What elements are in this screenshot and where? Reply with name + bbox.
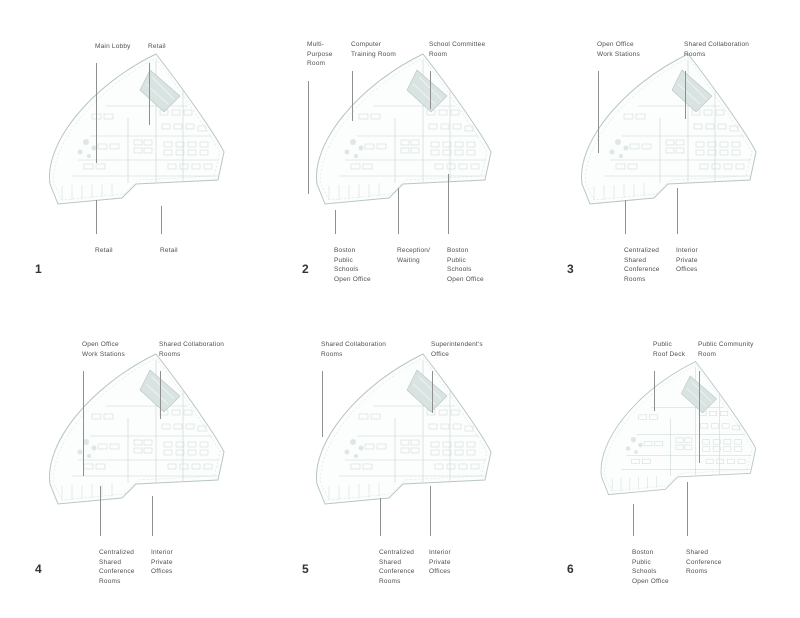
- leader-line: [430, 486, 431, 536]
- leader-line: [335, 210, 336, 234]
- leader-line: [322, 371, 323, 437]
- plan-callout: Retail: [95, 200, 113, 265]
- plan-label: Computer Training Room: [351, 40, 396, 58]
- plan-callout: Shared Collaboration Rooms: [684, 30, 750, 119]
- plan-callout: Centralized Shared Conference Rooms: [99, 486, 135, 597]
- plan-callout: Boston Public Schools Open Office: [334, 210, 371, 295]
- leader-line: [598, 71, 599, 153]
- plan-label: Public Roof Deck: [653, 340, 686, 358]
- plan-label: Superintendent's Office: [431, 340, 483, 358]
- plan-number: 1: [35, 262, 42, 276]
- plan-label: Shared Collaboration Rooms: [159, 340, 225, 358]
- plan-number: 6: [567, 562, 574, 576]
- plan-callout: Centralized Shared Conference Rooms: [624, 200, 660, 295]
- plan-callout: Multi- Purpose Room: [307, 30, 333, 194]
- leader-line: [160, 371, 161, 419]
- floor-plan-panel-3: Open Office Work Stations Shared Collabo…: [552, 18, 797, 310]
- leader-line: [83, 371, 84, 476]
- plan-callout: Open Office Work Stations: [82, 330, 125, 476]
- floor-plan-drawing: [48, 353, 225, 505]
- leader-line: [308, 80, 309, 194]
- leader-line: [625, 200, 626, 234]
- plan-label: Public Community Room: [698, 340, 754, 358]
- plan-callout: Shared Conference Rooms: [686, 482, 722, 587]
- plan-callout: Boston Public Schools Open Office: [447, 174, 484, 295]
- plan-label: Interior Private Offices: [429, 548, 451, 576]
- floor-plan-panel-1: Main Lobby Retail Retail Retail 1: [20, 18, 265, 310]
- plan-callout: Centralized Shared Conference Rooms: [379, 498, 415, 597]
- plan-label: Shared Conference Rooms: [686, 548, 722, 576]
- leader-line: [687, 482, 688, 536]
- plan-label: Shared Collaboration Rooms: [684, 40, 750, 58]
- plan-label: Shared Collaboration Rooms: [321, 340, 387, 358]
- plan-label: Boston Public Schools Open Office: [334, 246, 371, 283]
- plan-callout: Public Community Room: [698, 330, 754, 463]
- floor-plan-panel-6: Public Roof Deck Public Community Room B…: [552, 318, 797, 610]
- floor-plan-panel-5: Shared Collaboration Rooms Superintenden…: [287, 318, 532, 610]
- plan-callout: Interior Private Offices: [676, 188, 698, 285]
- plan-label: Retail: [148, 42, 166, 50]
- plan-callout: Reception/ Waiting: [397, 188, 431, 275]
- plan-label: Open Office Work Stations: [82, 340, 125, 358]
- plan-label: Boston Public Schools Open Office: [632, 548, 669, 585]
- leader-line: [96, 200, 97, 234]
- plan-callout: Main Lobby: [95, 32, 131, 164]
- plan-label: Retail: [95, 246, 113, 254]
- plan-label: Interior Private Offices: [676, 246, 698, 274]
- leader-line: [654, 371, 655, 411]
- plan-label: Centralized Shared Conference Rooms: [99, 548, 135, 585]
- leader-line: [149, 63, 150, 126]
- leader-line: [161, 206, 162, 234]
- floor-plan-panel-2: Multi- Purpose Room Computer Training Ro…: [287, 18, 532, 310]
- plan-callout: Retail: [160, 206, 178, 265]
- plan-callout: Public Roof Deck: [653, 330, 686, 411]
- floor-plan-drawing: [600, 361, 757, 496]
- leader-line: [432, 371, 433, 413]
- plan-label: Centralized Shared Conference Rooms: [624, 246, 660, 283]
- leader-line: [430, 71, 431, 109]
- leader-line: [685, 71, 686, 119]
- plan-callout: School Committee Room: [429, 30, 486, 109]
- plan-callout: Superintendent's Office: [431, 330, 483, 413]
- plan-label: Main Lobby: [95, 42, 131, 50]
- leader-line: [448, 174, 449, 234]
- leader-line: [100, 486, 101, 536]
- plan-label: Retail: [160, 246, 178, 254]
- plan-label: School Committee Room: [429, 40, 486, 58]
- plan-callout: Interior Private Offices: [429, 486, 451, 587]
- plan-number: 2: [302, 262, 309, 276]
- plan-label: Multi- Purpose Room: [307, 40, 333, 68]
- plan-number: 5: [302, 562, 309, 576]
- leader-line: [152, 496, 153, 536]
- plan-callout: Shared Collaboration Rooms: [159, 330, 225, 419]
- plan-callout: Retail: [148, 32, 166, 126]
- plan-label: Interior Private Offices: [151, 548, 173, 576]
- leader-line: [352, 71, 353, 121]
- plan-number: 4: [35, 562, 42, 576]
- floor-plan-panel-4: Open Office Work Stations Shared Collabo…: [20, 318, 265, 610]
- floor-plan-drawing: [315, 353, 492, 505]
- leader-line: [380, 498, 381, 536]
- leader-line: [96, 63, 97, 164]
- plan-callout: Shared Collaboration Rooms: [321, 330, 387, 437]
- floor-plan-drawing: [48, 53, 225, 205]
- plan-callout: Boston Public Schools Open Office: [632, 504, 669, 597]
- plan-label: Reception/ Waiting: [397, 246, 431, 264]
- plan-callout: Interior Private Offices: [151, 496, 173, 587]
- leader-line: [677, 188, 678, 234]
- floor-plan-drawing: [580, 53, 757, 205]
- plan-callout: Open Office Work Stations: [597, 30, 640, 153]
- leader-line: [633, 504, 634, 536]
- plan-number: 3: [567, 262, 574, 276]
- leader-line: [398, 188, 399, 234]
- plan-callout: Computer Training Room: [351, 30, 396, 121]
- plan-label: Boston Public Schools Open Office: [447, 246, 484, 283]
- plan-label: Open Office Work Stations: [597, 40, 640, 58]
- plan-label: Centralized Shared Conference Rooms: [379, 548, 415, 585]
- leader-line: [699, 371, 700, 463]
